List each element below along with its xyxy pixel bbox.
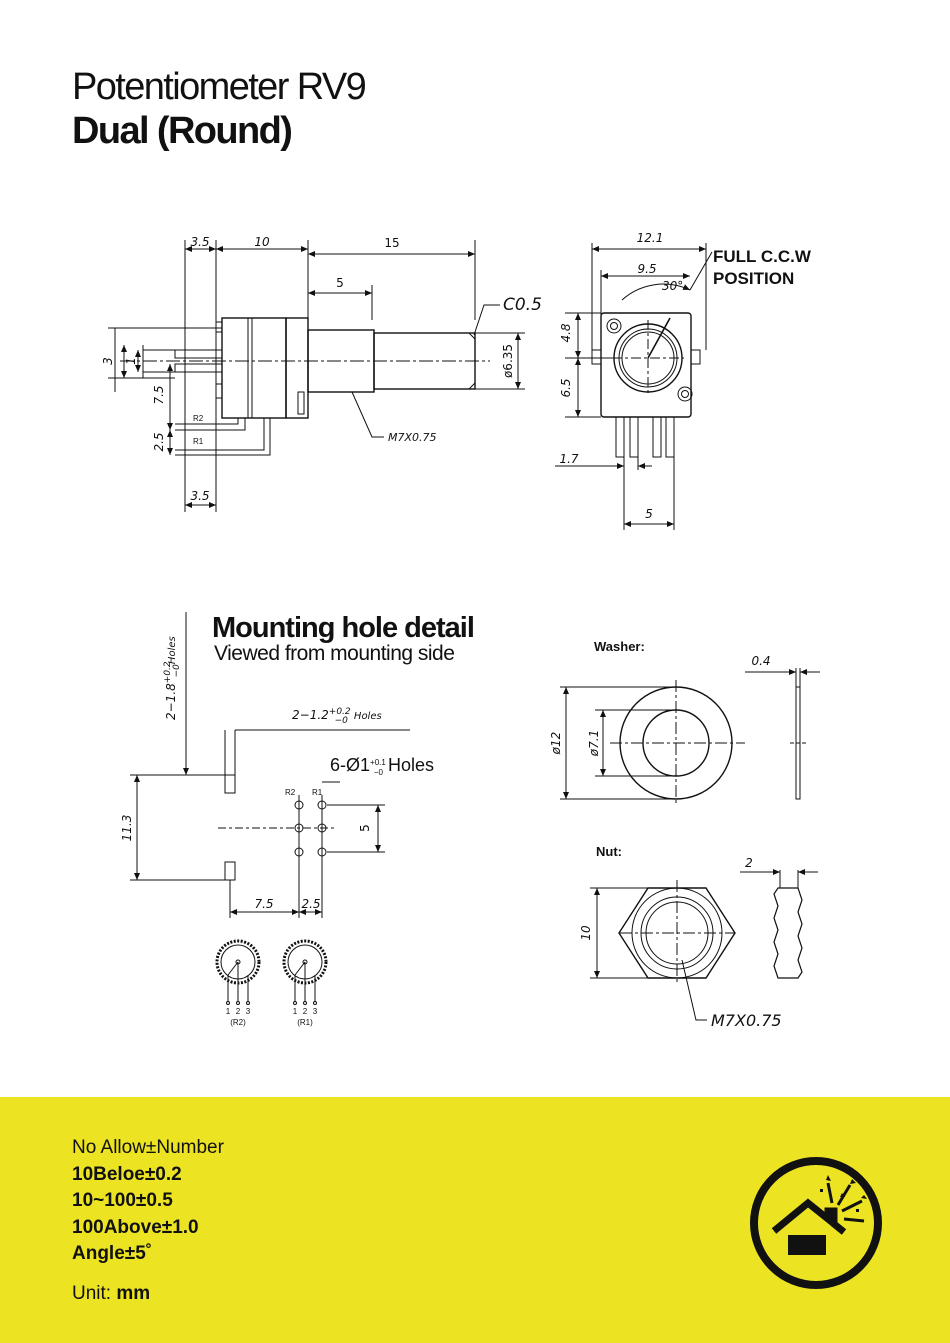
dim-mount-5: 5 [358,824,372,832]
washer-drawing [560,668,820,806]
tolerance-block: No Allow±Number 10Beloe±0.2 10~100±0.5 1… [72,1135,224,1268]
tolerance-row: Angle±5˚ [72,1243,153,1264]
mounting-detail [130,612,410,918]
label-r1: R1 [193,437,204,446]
mount-r2: R2 [285,788,296,797]
unit-label: Unit: [72,1283,112,1304]
title-line-2: Dual (Round) [72,110,293,152]
front-view-labels: 12.1 9.5 30° 4.8 6.5 1.7 5 FULL C.C.W PO… [559,231,812,521]
dim-11-3: 11.3 [120,815,134,842]
pin-1-r1: 1 [293,1007,298,1016]
technical-drawing: 3.5 10 15 5 C0.5 3 1 7.5 2.5 3.5 ø6.35 M… [101,231,820,1030]
dim-washer-7-1: ø7.1 [587,730,601,757]
dim-4-8: 4.8 [559,323,573,342]
dim-5: 5 [336,276,344,290]
dim-15: 15 [384,236,399,250]
house-explosion-logo-icon [750,1157,882,1289]
holes-slot-label: 2−1.8+0.2−0Holes [163,636,182,720]
dim-washer-12: ø12 [549,732,563,756]
dim-5-pins: 5 [645,507,653,521]
front-view [555,243,713,530]
pin-3-r1: 3 [313,1007,318,1016]
dim-2-5: 2.5 [152,432,166,451]
dim-3-5-bottom: 3.5 [190,489,209,503]
dim-mount-2-5: 2.5 [301,897,320,911]
nut-drawing [590,869,818,1021]
schematic-r2-label: (R2) [230,1018,246,1027]
washer-labels: Washer: 0.4 ø12 ø7.1 [549,639,771,757]
dim-washer-0-4: 0.4 [751,654,770,668]
schematic-r1-label: (R1) [297,1018,313,1027]
mount-r1: R1 [312,788,323,797]
schematic-r2 [215,939,261,1005]
tolerance-header: No Allow±Number [72,1137,224,1158]
dim-mount-7-5: 7.5 [254,897,273,911]
schematic-r1 [282,939,328,1005]
title-line-1: Potentiometer RV9 [72,66,367,108]
pin-2-r1: 2 [303,1007,308,1016]
dim-phi-6-35: ø6.35 [501,344,515,378]
note-position: POSITION [713,269,794,288]
pin-holes [294,800,327,857]
note-full-ccw: FULL C.C.W [713,247,812,266]
dim-9-5: 9.5 [637,262,656,276]
tolerance-row: 100Above±1.0 [72,1216,199,1238]
tolerance-row: 10~100±0.5 [72,1190,173,1211]
washer-label: Washer: [594,639,645,654]
side-view [108,240,525,512]
dim-thread: M7X0.75 [388,431,437,444]
dim-6-5: 6.5 [559,378,573,397]
pin-1-r2: 1 [226,1007,231,1016]
nut-label: Nut: [596,844,622,859]
label-r2: R2 [193,414,204,423]
dim-nut-2: 2 [745,856,753,870]
dim-1-7: 1.7 [559,452,578,466]
mounting-subtitle: Viewed from mounting side [214,642,455,665]
dim-3: 3 [101,357,115,365]
unit-value: mm [116,1283,151,1304]
mounting-title: Mounting hole detail [212,612,475,644]
nut-thread: M7X0.75 [711,1011,782,1030]
dim-angle: 30° [662,279,683,293]
page-title: Potentiometer RV9 Dual (Round) [72,66,367,152]
unit-line: Unit: mm [72,1283,150,1305]
dim-3-5-top: 3.5 [190,235,209,249]
dim-10: 10 [254,235,270,249]
tolerance-row: 10Beloe±0.2 [72,1163,182,1185]
pin-2-r2: 2 [236,1007,241,1016]
dim-12-1: 12.1 [637,231,664,245]
pin-3-r2: 3 [246,1007,251,1016]
dim-1: 1 [124,357,138,365]
dim-7-5: 7.5 [152,385,166,404]
schematic-labels: 1 2 3 1 2 3 (R2) (R1) [226,1007,318,1027]
dim-nut-10: 10 [579,925,593,941]
dim-c05: C0.5 [503,295,542,315]
nut-labels: Nut: 2 10 M7X0.75 [579,844,782,1030]
side-view-labels: 3.5 10 15 5 C0.5 3 1 7.5 2.5 3.5 ø6.35 M… [101,235,542,503]
